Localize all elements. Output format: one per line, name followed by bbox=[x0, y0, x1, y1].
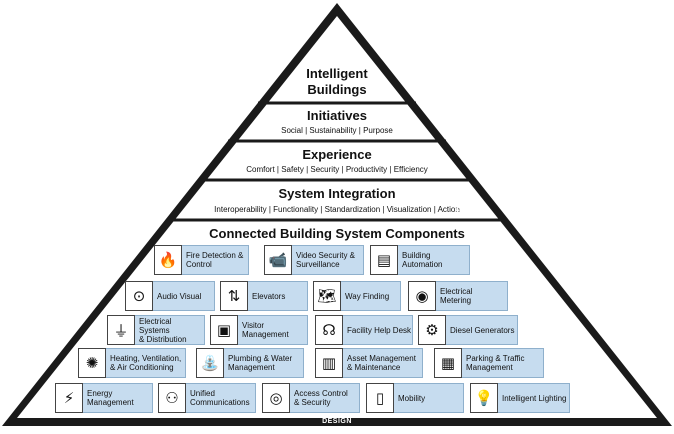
component-intelligent-lighting: 💡Intelligent Lighting bbox=[470, 383, 570, 413]
light-bulb-icon: 💡 bbox=[470, 383, 498, 413]
id-badge-icon: ▣ bbox=[210, 315, 238, 345]
component-label: Electrical Metering bbox=[436, 281, 508, 311]
component-elevators: ⇅Elevators bbox=[220, 281, 308, 311]
barcode-icon: ▥ bbox=[315, 348, 343, 378]
elevator-icon: ⇅ bbox=[220, 281, 248, 311]
tier-title-experience: Experience bbox=[302, 147, 372, 162]
component-label: Facility Help Desk bbox=[343, 315, 413, 345]
component-mobility: ▯Mobility bbox=[366, 383, 464, 413]
fire-icon: 🔥 bbox=[154, 245, 182, 275]
tier-subtitle-experience: Comfort | Safety | Security | Productivi… bbox=[246, 165, 428, 174]
audio-visual-icon: ⊙ bbox=[125, 281, 153, 311]
component-label: Plumbing & Water Management bbox=[224, 348, 304, 378]
parking-icon: ▦ bbox=[434, 348, 462, 378]
component-audio-visual: ⊙Audio Visual bbox=[125, 281, 215, 311]
tier-subtitle-system-integration: Interoperability | Functionality | Stand… bbox=[214, 205, 460, 214]
component-label: Building Automation bbox=[398, 245, 470, 275]
component-label: Energy Management bbox=[83, 383, 153, 413]
component-label: Electrical Systems & Distribution bbox=[135, 315, 205, 345]
tier-title-components: Connected Building System Components bbox=[209, 226, 465, 241]
component-parking-traffic-management: ▦Parking & Traffic Management bbox=[434, 348, 544, 378]
component-label: Asset Management & Maintenance bbox=[343, 348, 423, 378]
tier-title-initiatives: Initiatives bbox=[307, 108, 367, 123]
apex-title: Intelligent Buildings bbox=[306, 66, 368, 97]
component-label: Way Finding bbox=[341, 281, 401, 311]
side-label-design: DESIGN bbox=[322, 418, 352, 425]
component-label: Unified Communications bbox=[186, 383, 256, 413]
component-asset-management-maintenance: ▥Asset Management & Maintenance bbox=[315, 348, 423, 378]
headset-icon: ☊ bbox=[315, 315, 343, 345]
component-heating-ventilation-air-conditioning: ✺Heating, Ventilation, & Air Conditionin… bbox=[78, 348, 186, 378]
component-label: Fire Detection & Control bbox=[182, 245, 249, 275]
people-network-icon: ⚇ bbox=[158, 383, 186, 413]
hvac-icon: ✺ bbox=[78, 348, 106, 378]
component-diesel-generators: ⚙Diesel Generators bbox=[418, 315, 518, 345]
component-label: Video Security & Surveillance bbox=[292, 245, 364, 275]
component-label: Diesel Generators bbox=[446, 315, 518, 345]
component-label: Parking & Traffic Management bbox=[462, 348, 544, 378]
component-facility-help-desk: ☊Facility Help Desk bbox=[315, 315, 413, 345]
component-fire-detection-control: 🔥Fire Detection & Control bbox=[154, 245, 249, 275]
component-label: Access Control & Security bbox=[290, 383, 360, 413]
mobile-phone-icon: ▯ bbox=[366, 383, 394, 413]
component-label: Heating, Ventilation, & Air Conditioning bbox=[106, 348, 186, 378]
map-icon: 🗺 bbox=[313, 281, 341, 311]
component-building-automation: ▤Building Automation bbox=[370, 245, 470, 275]
tier-title-system-integration: System Integration bbox=[278, 186, 396, 201]
component-visitor-management: ▣Visitor Management bbox=[210, 315, 308, 345]
component-video-security-surveillance: 📹Video Security & Surveillance bbox=[264, 245, 364, 275]
control-panel-icon: ▤ bbox=[370, 245, 398, 275]
plug-icon: ⏚ bbox=[107, 315, 135, 345]
component-label: Visitor Management bbox=[238, 315, 308, 345]
component-label: Elevators bbox=[248, 281, 308, 311]
component-label: Mobility bbox=[394, 383, 464, 413]
component-electrical-systems-distribution: ⏚Electrical Systems & Distribution bbox=[107, 315, 205, 345]
fingerprint-icon: ◎ bbox=[262, 383, 290, 413]
component-energy-management: ⚡Energy Management bbox=[55, 383, 153, 413]
meter-icon: ◉ bbox=[408, 281, 436, 311]
tier-subtitle-initiatives: Social | Sustainability | Purpose bbox=[281, 126, 393, 135]
component-label: Intelligent Lighting bbox=[498, 383, 570, 413]
component-label: Audio Visual bbox=[153, 281, 215, 311]
component-electrical-metering: ◉Electrical Metering bbox=[408, 281, 508, 311]
energy-icon: ⚡ bbox=[55, 383, 83, 413]
component-unified-communications: ⚇Unified Communications bbox=[158, 383, 256, 413]
camera-icon: 📹 bbox=[264, 245, 292, 275]
generator-icon: ⚙ bbox=[418, 315, 446, 345]
component-plumbing-water-management: ⛲Plumbing & Water Management bbox=[196, 348, 304, 378]
component-way-finding: 🗺Way Finding bbox=[313, 281, 401, 311]
component-access-control-security: ◎Access Control & Security bbox=[262, 383, 360, 413]
faucet-icon: ⛲ bbox=[196, 348, 224, 378]
